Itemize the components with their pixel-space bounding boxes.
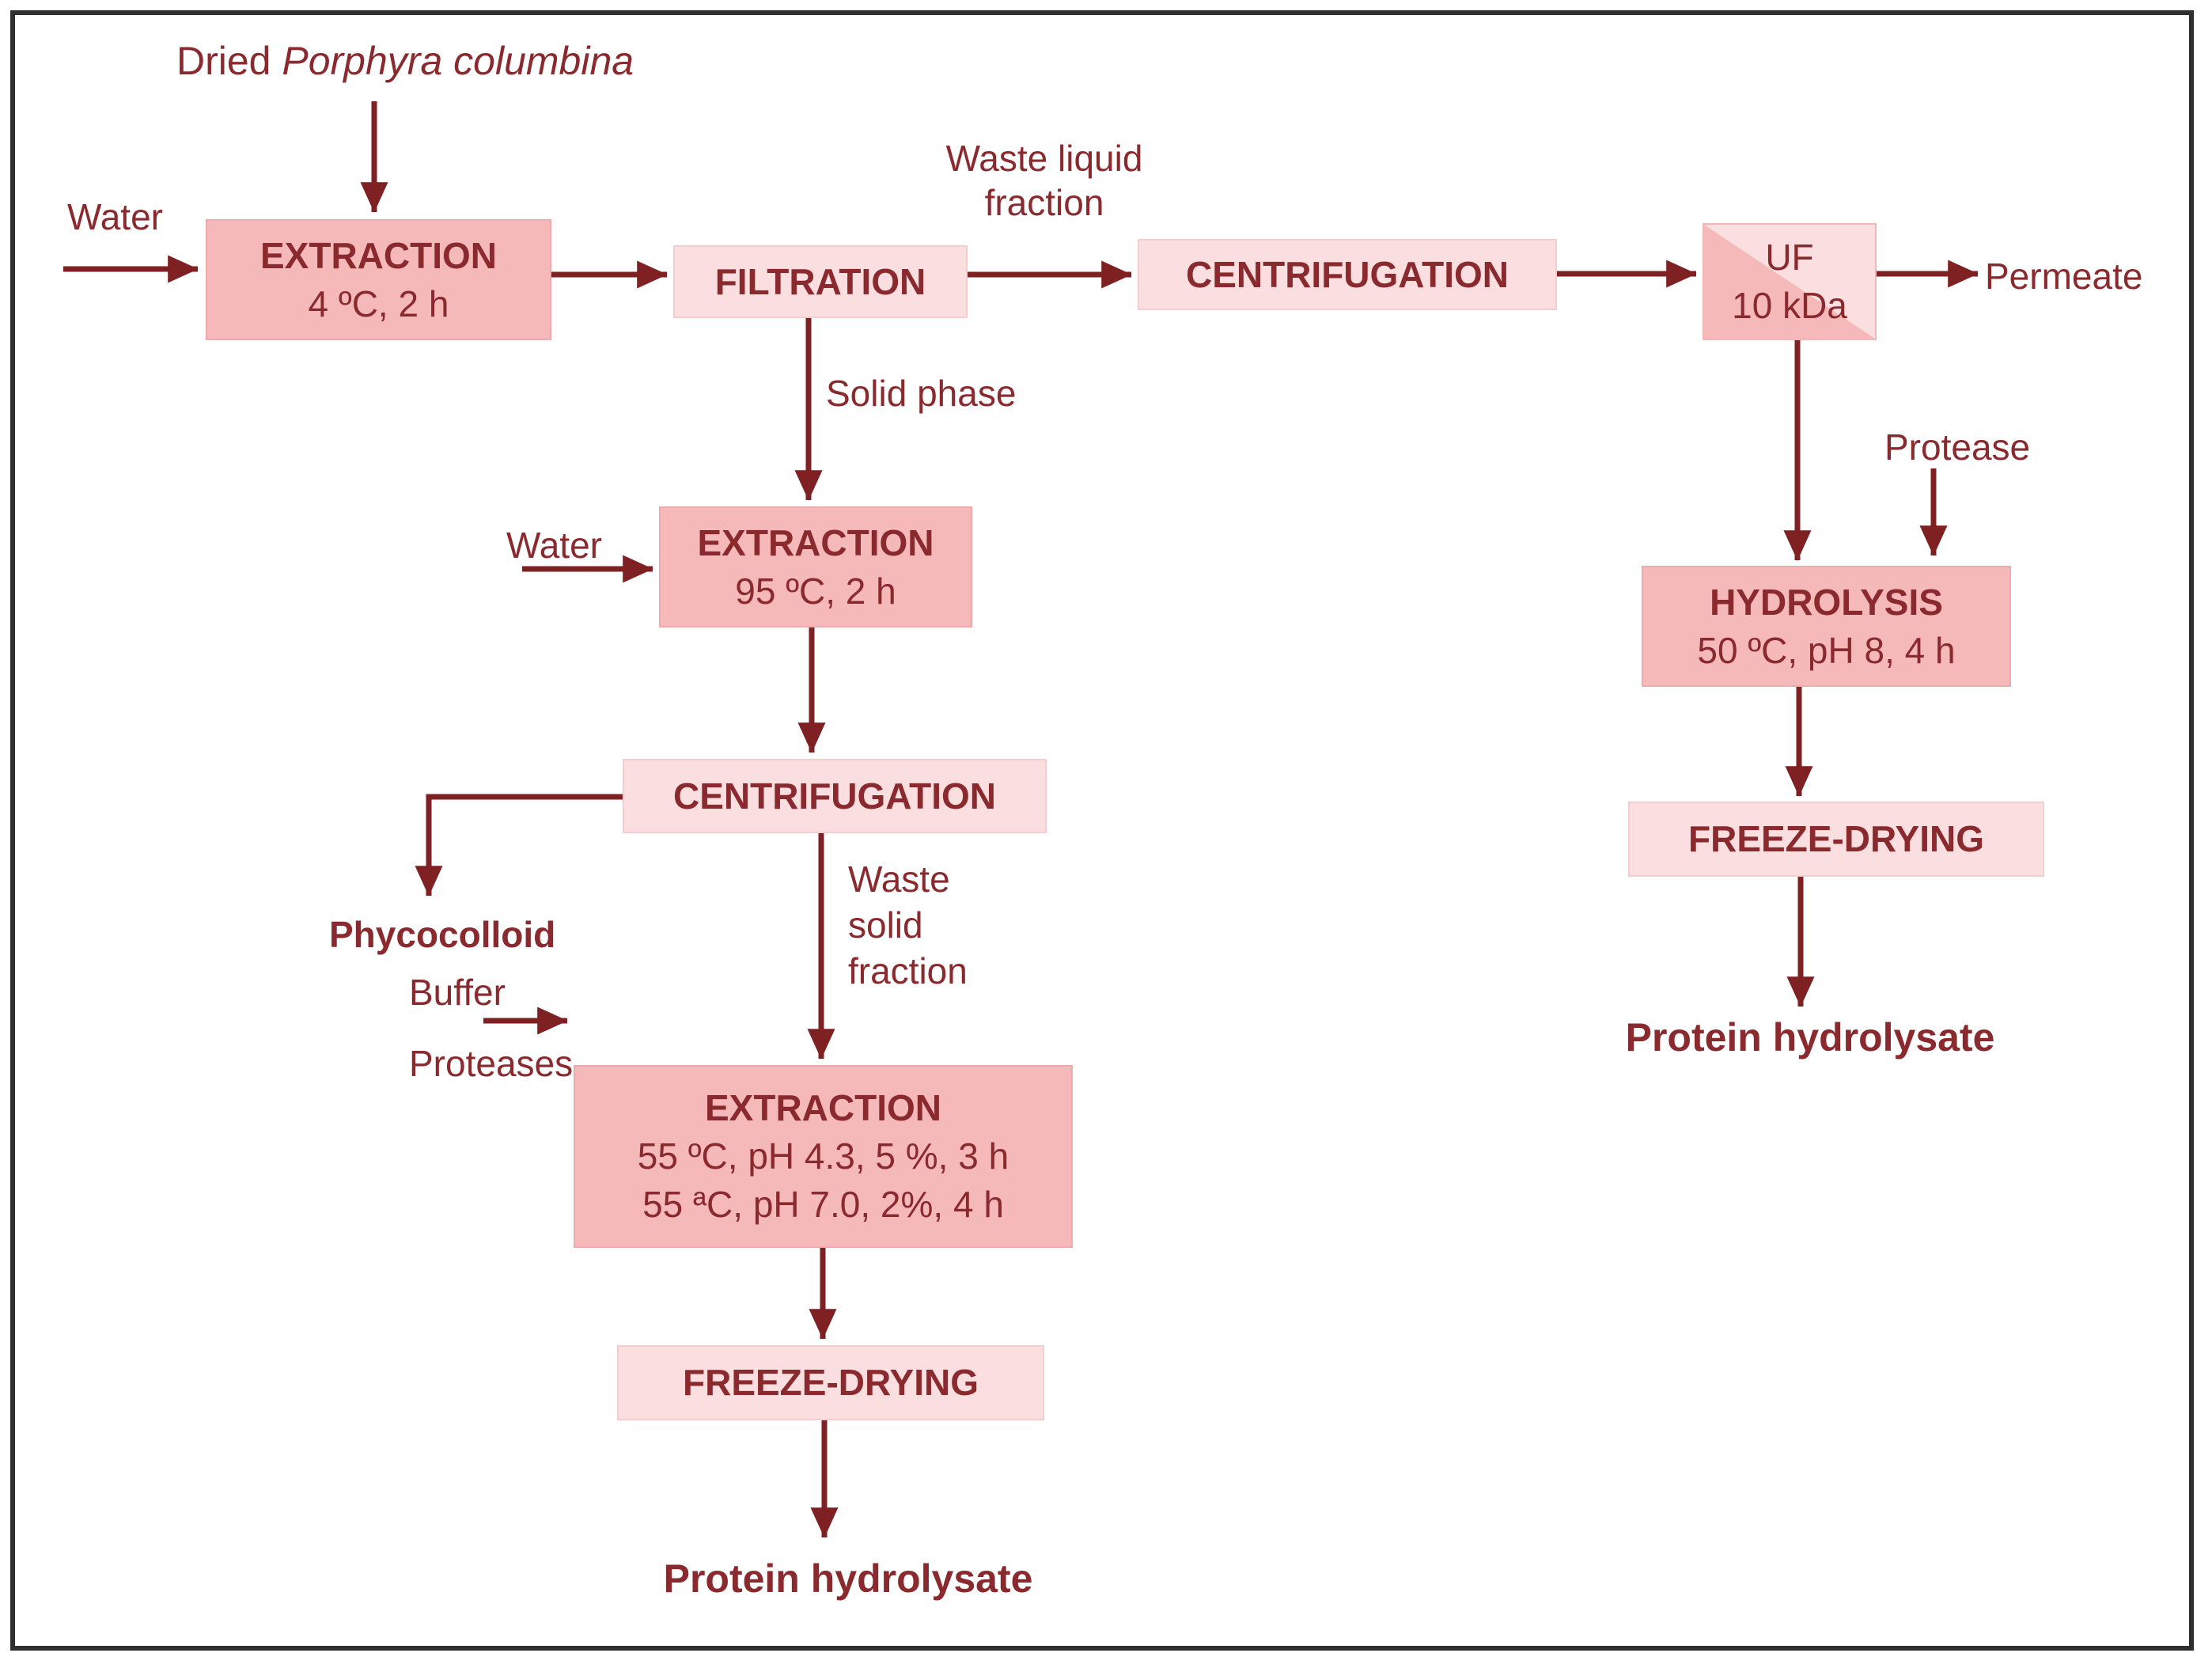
node-freeze-drying-left-title: FREEZE-DRYING xyxy=(683,1362,979,1404)
node-ultrafiltration-cutoff: 10 kDa xyxy=(1732,285,1847,326)
node-hydrolysis-conditions: 50 ºC, pH 8, 4 h xyxy=(1697,629,1956,671)
label-waste-solid-line1: Waste xyxy=(848,859,950,900)
node-extraction-1: EXTRACTION 4 ºC, 2 h xyxy=(206,219,551,340)
label-proteases: Proteases xyxy=(409,1043,574,1084)
diagram-border xyxy=(10,10,2194,1651)
node-freeze-drying-right: FREEZE-DRYING xyxy=(1628,802,2044,877)
node-extraction-3-conditions-1: 55 ºC, pH 4.3, 5 %, 3 h xyxy=(637,1135,1009,1177)
node-extraction-2: EXTRACTION 95 ºC, 2 h xyxy=(659,506,972,627)
node-extraction-2-conditions: 95 ºC, 2 h xyxy=(735,570,896,612)
label-input-material-species: Porphyra columbina xyxy=(282,39,634,83)
label-phycocolloid: Phycocolloid xyxy=(329,914,556,955)
node-centrifugation-2: CENTRIFUGATION xyxy=(623,759,1047,833)
node-centrifugation-1-title: CENTRIFUGATION xyxy=(1185,253,1509,295)
node-freeze-drying-left: FREEZE-DRYING xyxy=(617,1345,1044,1420)
node-ultrafiltration-title: UF xyxy=(1765,237,1814,279)
label-waste-liquid-line1: Waste liquid xyxy=(945,138,1143,179)
node-ultrafiltration: UF 10 kDa xyxy=(1703,223,1877,340)
label-waste-solid-fraction: Waste solid fraction xyxy=(848,856,968,994)
node-hydrolysis-title: HYDROLYSIS xyxy=(1710,581,1943,623)
node-filtration: FILTRATION xyxy=(673,245,968,318)
node-freeze-drying-right-title: FREEZE-DRYING xyxy=(1688,818,1984,860)
label-waste-solid-line3: fraction xyxy=(848,950,968,991)
label-input-material-prefix: Dried xyxy=(176,39,282,83)
node-centrifugation-1: CENTRIFUGATION xyxy=(1138,239,1557,310)
node-centrifugation-2-title: CENTRIFUGATION xyxy=(672,775,996,817)
arrow-centrifugation2-to-phycocolloid xyxy=(415,794,623,897)
label-water-1: Water xyxy=(67,196,163,237)
node-hydrolysis: HYDROLYSIS 50 ºC, pH 8, 4 h xyxy=(1642,566,2011,687)
node-filtration-title: FILTRATION xyxy=(714,260,926,302)
label-protease: Protease xyxy=(1884,426,2031,468)
label-protein-hydrolysate-right: Protein hydrolysate xyxy=(1625,1015,1995,1060)
node-extraction-3-conditions-2: 55 ªC, pH 7.0, 2%, 4 h xyxy=(642,1183,1004,1225)
node-extraction-3-title: EXTRACTION xyxy=(705,1087,941,1129)
label-permeate: Permeate xyxy=(1985,256,2143,297)
label-water-2: Water xyxy=(506,525,602,566)
node-extraction-3: EXTRACTION 55 ºC, pH 4.3, 5 %, 3 h 55 ªC… xyxy=(574,1065,1073,1248)
node-extraction-2-title: EXTRACTION xyxy=(697,521,934,563)
label-solid-phase: Solid phase xyxy=(826,373,1017,414)
label-waste-solid-line2: solid xyxy=(848,904,923,946)
label-waste-liquid-line2: fraction xyxy=(984,182,1104,223)
node-extraction-1-title: EXTRACTION xyxy=(260,234,497,276)
label-waste-liquid-fraction: Waste liquid fraction xyxy=(886,136,1203,225)
node-extraction-1-conditions: 4 ºC, 2 h xyxy=(308,282,449,324)
label-buffer: Buffer xyxy=(409,972,506,1013)
label-input-material: Dried Porphyra columbina xyxy=(176,38,634,84)
label-protein-hydrolysate-left: Protein hydrolysate xyxy=(663,1556,1033,1601)
